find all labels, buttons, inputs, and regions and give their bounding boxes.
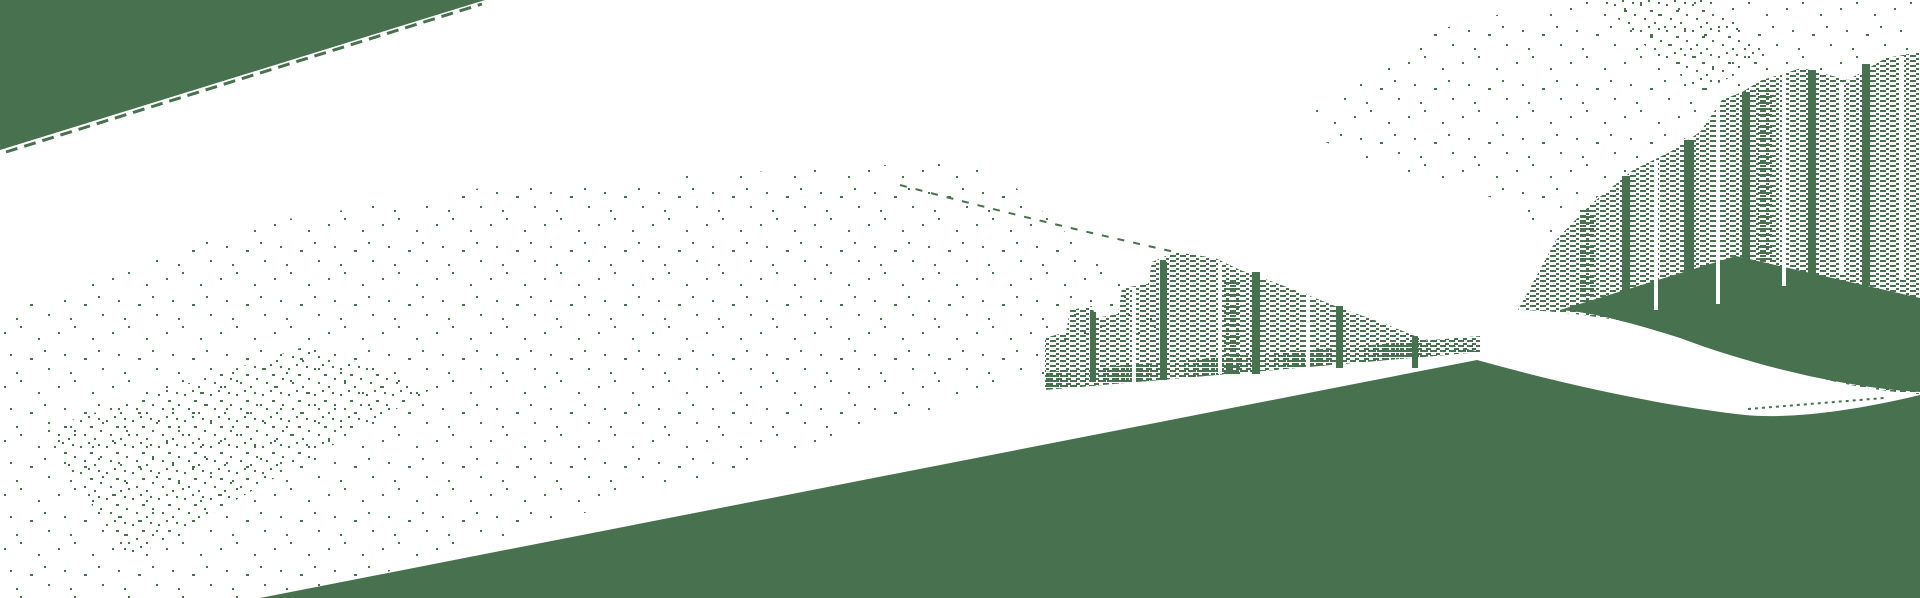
skyline-right-solid-base: [1560, 256, 1920, 392]
skyline-mid-ladder-tower: [1224, 278, 1240, 376]
dot-band: [0, 160, 1180, 598]
skyline-right-towers: [1622, 64, 1870, 336]
swoosh-tail-dither: [1747, 397, 1885, 410]
skyline-right: [1518, 52, 1920, 394]
skyline-mid-base: [1045, 336, 1480, 390]
skyline-mid: [1045, 252, 1480, 390]
skyline-right-gaps: [1654, 56, 1904, 310]
skyline-mid-gaps: [1132, 262, 1310, 382]
dot-band-dense: [40, 345, 430, 560]
skyline-right-ladder-tower-2: [1758, 86, 1772, 286]
foreground-slope: [260, 360, 1920, 598]
corner-wedge-top-left: [0, 0, 485, 150]
wedge-dither-edge: [5, 2, 483, 154]
skyline-right-ladder-tower-1: [1580, 210, 1594, 306]
bridge-line: [899, 184, 1176, 253]
skyline-mid-towers: [1090, 262, 1418, 382]
corner-noise-dense: [1600, 0, 1770, 92]
